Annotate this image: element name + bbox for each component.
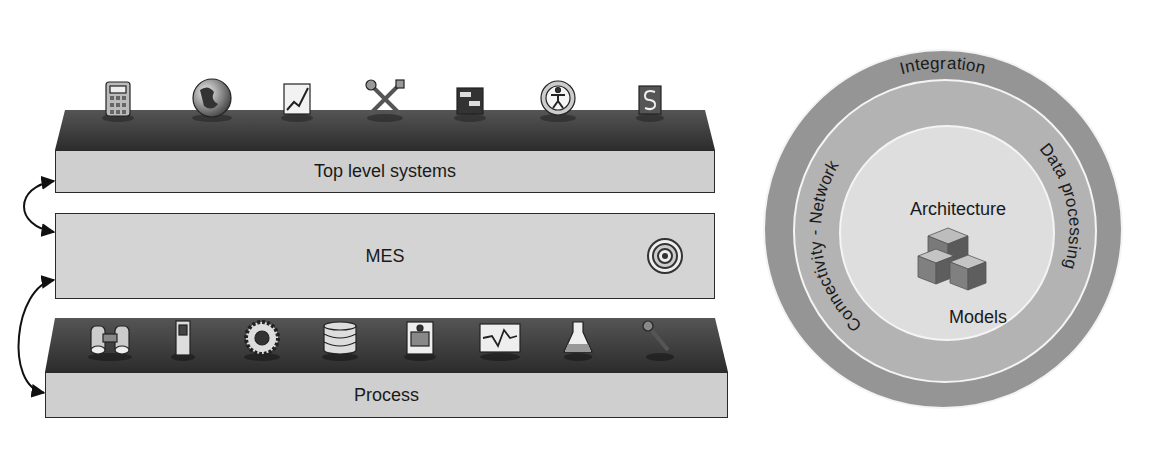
network-ring: ArchitectureModelsConnectivity - Network… (793, 79, 1097, 383)
process-band: Process (45, 372, 728, 418)
ring-letter: - (806, 230, 823, 236)
ring-letter: n (974, 58, 987, 77)
target-icon (648, 239, 682, 273)
integration-ring: ArchitectureModelsConnectivity - Network… (763, 49, 1123, 409)
mes-band: MES (55, 213, 715, 299)
ring-letter: r (940, 54, 946, 71)
ring-letter: a (946, 54, 956, 71)
mes-front (55, 213, 715, 299)
top-slab (55, 110, 715, 150)
top-icons (102, 79, 664, 122)
layer-label: Top level systems (314, 161, 456, 182)
core-circle: ArchitectureModels (839, 125, 1055, 341)
core-label: Models (949, 307, 1007, 328)
ring-letter: e (919, 55, 930, 73)
top-front (55, 150, 715, 193)
link-arrow (19, 280, 54, 393)
core-label: Architecture (910, 199, 1006, 220)
ring-letter: s (1066, 227, 1083, 236)
ring-label: Data processing (795, 81, 1095, 381)
ring-letter: g (930, 54, 940, 71)
link-arrow (24, 181, 54, 232)
ring-letter: N (807, 211, 825, 225)
process-icons (88, 321, 674, 361)
ring-letter (806, 224, 823, 229)
ring-letter: s (1066, 236, 1084, 246)
ring-label: Connectivity - Network (795, 81, 1095, 381)
layer-label: Process (354, 385, 419, 406)
ring-label: Integration (765, 51, 1121, 407)
system-band: Top level systems (55, 150, 715, 193)
ring-letter: c (1065, 207, 1083, 218)
layer-label: MES (365, 246, 404, 267)
ring-letter: e (1066, 216, 1084, 227)
process-slab (45, 318, 728, 372)
process-front (45, 372, 728, 418)
